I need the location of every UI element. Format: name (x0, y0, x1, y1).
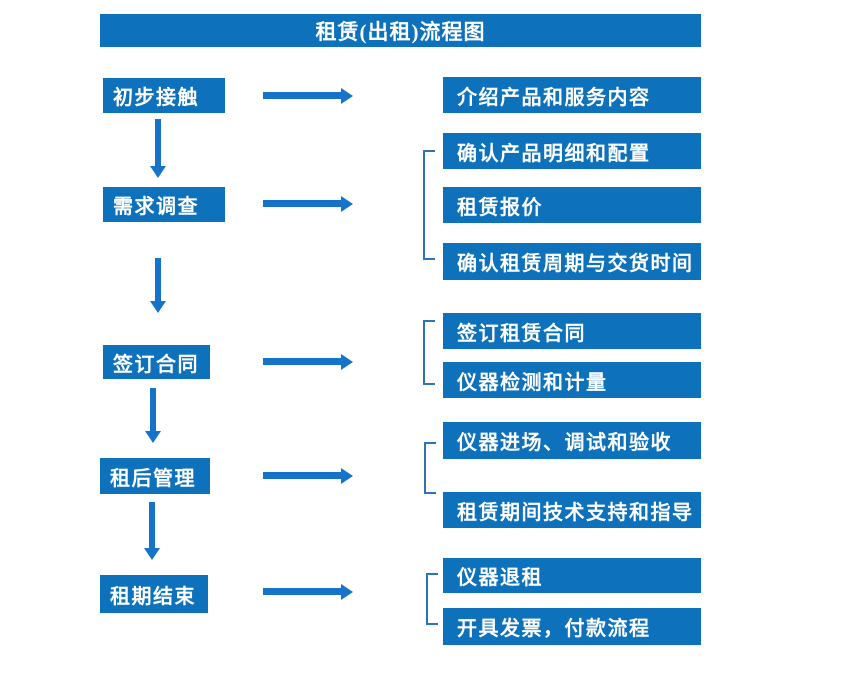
detail-label: 仪器进场、调试和验收 (457, 432, 672, 454)
step-initial-contact: 初步接触 (103, 78, 225, 113)
detail-label: 确认产品明细和配置 (457, 142, 651, 165)
arrow-down-icon-2 (150, 258, 166, 313)
step-label: 签订合同 (113, 353, 199, 376)
arrow-right-icon-1 (263, 87, 353, 104)
detail-sign-rental-contract: 签订租赁合同 (443, 313, 701, 349)
step-sign-contract: 签订合同 (103, 345, 210, 379)
detail-instrument-inspection-metering: 仪器检测和计量 (443, 362, 701, 398)
arrow-down-icon-3 (145, 388, 161, 443)
arrow-right-icon-3 (263, 353, 353, 370)
group-bracket-2 (423, 320, 435, 385)
step-label: 初步接触 (113, 87, 199, 109)
step-label: 需求调查 (113, 196, 199, 218)
arrow-right-icon-5 (263, 583, 353, 600)
detail-label: 开具发票，付款流程 (457, 618, 651, 640)
detail-rental-quote: 租赁报价 (443, 187, 701, 223)
step-post-rental-management: 租后管理 (100, 458, 210, 494)
detail-confirm-rental-period-delivery: 确认租赁周期与交货时间 (443, 243, 701, 280)
arrow-down-icon-1 (150, 119, 166, 178)
title-bar: 租赁(出租)流程图 (100, 14, 701, 47)
detail-label: 仪器退租 (457, 567, 543, 589)
detail-label: 租赁期间技术支持和指导 (457, 501, 694, 524)
detail-instrument-return: 仪器退租 (443, 558, 701, 593)
step-label: 租后管理 (110, 467, 196, 490)
group-bracket-3 (424, 442, 436, 494)
arrow-right-icon-4 (263, 467, 353, 484)
arrow-right-icon-2 (263, 195, 353, 212)
detail-technical-support-guidance: 租赁期间技术支持和指导 (443, 492, 701, 528)
group-bracket-1 (423, 150, 435, 260)
detail-label: 租赁报价 (457, 196, 543, 219)
step-demand-survey: 需求调查 (103, 187, 225, 222)
step-lease-end: 租期结束 (100, 575, 208, 613)
detail-label: 介绍产品和服务内容 (457, 86, 651, 109)
group-bracket-4 (426, 573, 438, 625)
arrow-down-icon-4 (144, 502, 160, 560)
step-label: 租期结束 (110, 585, 196, 608)
detail-label: 签订租赁合同 (457, 322, 586, 345)
page-title: 租赁(出租)流程图 (315, 19, 486, 44)
detail-label: 确认租赁周期与交货时间 (457, 253, 694, 275)
detail-introduce-products-services: 介绍产品和服务内容 (443, 77, 701, 113)
detail-instrument-setup-acceptance: 仪器进场、调试和验收 (443, 422, 701, 459)
detail-confirm-product-spec: 确认产品明细和配置 (443, 133, 701, 169)
detail-label: 仪器检测和计量 (457, 371, 608, 394)
detail-invoice-payment-process: 开具发票，付款流程 (443, 608, 701, 645)
